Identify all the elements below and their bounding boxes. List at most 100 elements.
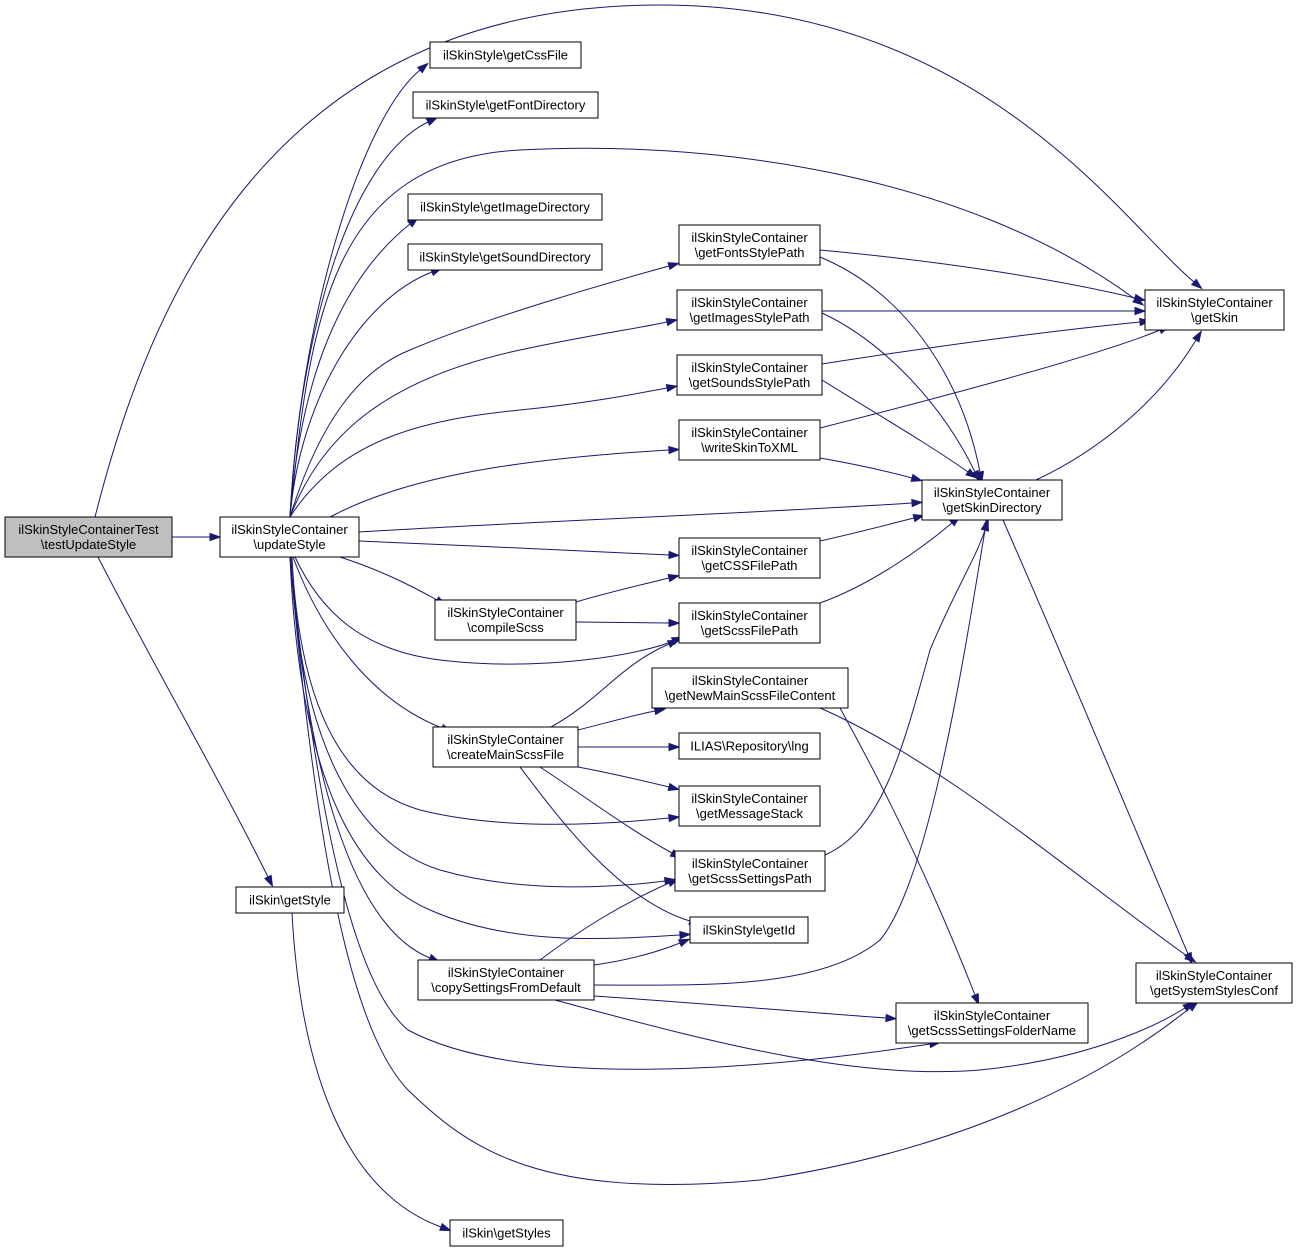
node-box [678, 224, 821, 266]
node-box [678, 732, 821, 760]
edge-line [819, 707, 1188, 957]
node-getFontDirectory[interactable]: ilSkinStyle\getFontDirectory [412, 91, 599, 119]
node-label: \getSystemStylesConf [1150, 983, 1278, 998]
node-label: ilSkinStyleContainer [934, 485, 1051, 500]
edge-line [294, 556, 674, 665]
node-getScssSettingsPath[interactable]: ilSkinStyleContainer\getScssSettingsPath [674, 850, 826, 892]
node-getImageDirectory[interactable]: ilSkinStyle\getImageDirectory [407, 193, 603, 221]
node-getStyles[interactable]: ilSkin\getStyles [449, 1219, 564, 1247]
edge-getSoundsStylePath-to-getSkin [821, 317, 1152, 365]
node-compileScss[interactable]: ilSkinStyleContainer\compileScss [434, 599, 577, 641]
node-getFontsStylePath[interactable]: ilSkinStyleContainer\getFontsStylePath [678, 224, 821, 266]
node-writeSkinToXML[interactable]: ilSkinStyleContainer\writeSkinToXML [678, 419, 821, 461]
edge-line [289, 321, 668, 518]
node-box [4, 516, 173, 558]
node-box [449, 1219, 564, 1247]
edge-line [839, 707, 976, 996]
edge-createMainScssFile-to-lng [578, 742, 681, 752]
edge-updateStyle-to-writeSkinToXML [329, 445, 681, 518]
node-updateStyle[interactable]: ilSkinStyleContainer\updateStyle [219, 516, 360, 558]
node-label: ilSkinStyleContainer [1156, 968, 1273, 983]
arrowhead-icon [980, 518, 990, 532]
edge-copySettingsFromDefault-to-getSkinDirectory [593, 518, 990, 986]
edge-getNewMainScssFileContent-to-getScssSettingsFolderName [839, 707, 980, 1006]
arrowhead-icon [653, 706, 667, 716]
node-createMainScssFile[interactable]: ilSkinStyleContainer\createMainScssFile [432, 726, 579, 768]
arrowhead-icon [1133, 293, 1147, 302]
node-getImagesStylePath[interactable]: ilSkinStyleContainer\getImagesStylePath [676, 289, 823, 331]
edge-updateStyle-to-getSoundDirectory [289, 267, 443, 518]
arrowhead-icon [1190, 278, 1203, 290]
node-getSoundsStylePath[interactable]: ilSkinStyleContainer\getSoundsStylePath [676, 354, 823, 396]
edge-line [289, 265, 670, 518]
arrowhead-icon [679, 930, 692, 940]
edge-line [819, 329, 1161, 429]
edge-line [1035, 339, 1197, 481]
node-getMessageStack[interactable]: ilSkinStyleContainer\getMessageStack [678, 785, 821, 827]
node-getId[interactable]: ilSkinStyle\getId [689, 916, 809, 944]
node-label: \copySettingsFromDefault [431, 980, 581, 995]
node-label: \getSkin [1191, 310, 1238, 325]
edge-updateStyle-to-compileScss [339, 556, 448, 606]
node-label: \getCSSFilePath [701, 558, 797, 573]
node-getSystemStylesConf[interactable]: ilSkinStyleContainer\getSystemStylesConf [1135, 962, 1293, 1004]
node-label: \getMessageStack [696, 806, 803, 821]
arrowhead-icon [1134, 306, 1147, 316]
edge-writeSkinToXML-to-getSkin [819, 325, 1171, 429]
node-getCssFile[interactable]: ilSkinStyle\getCssFile [429, 41, 582, 69]
node-label: \createMainScssFile [447, 747, 564, 762]
arrowhead-icon [965, 468, 978, 479]
node-lng[interactable]: ILIAS\Repository\lng [678, 732, 821, 760]
node-label: ilSkinStyleContainer [231, 522, 348, 537]
node-box [921, 479, 1063, 521]
node-getScssFilePath[interactable]: ilSkinStyleContainer\getScssFilePath [678, 602, 821, 644]
node-box [678, 785, 821, 827]
edge-line [289, 147, 1136, 518]
node-label: ilSkinStyleContainer [691, 425, 808, 440]
node-getNewMainScssFileContent[interactable]: ilSkinStyleContainer\getNewMainScssFileC… [651, 667, 849, 709]
node-label: ilSkin\getStyle [249, 893, 331, 908]
edge-copySettingsFromDefault-to-getScssSettingsFolderName [593, 995, 898, 1023]
edge-line [94, 4, 1195, 518]
edge-line [289, 556, 931, 1070]
edge-updateStyle-to-getCssFile [289, 62, 429, 518]
edge-line [554, 999, 1186, 1073]
arrowhead-icon [665, 318, 679, 327]
node-box [895, 1002, 1089, 1044]
edge-getImagesStylePath-to-getSkinDirectory [821, 312, 981, 483]
node-label: \testUpdateStyle [41, 537, 136, 552]
edge-updateStyle-to-createMainScssFile [292, 556, 453, 733]
node-getStyle[interactable]: ilSkin\getStyle [235, 886, 345, 914]
node-getSoundDirectory[interactable]: ilSkinStyle\getSoundDirectory [407, 243, 603, 271]
node-label: ILIAS\Repository\lng [690, 739, 809, 754]
node-getCSSFilePath[interactable]: ilSkinStyleContainer\getCSSFilePath [678, 537, 821, 579]
edge-getSoundsStylePath-to-getSkinDirectory [821, 379, 978, 479]
edge-getFontsStylePath-to-getSkin [819, 249, 1147, 302]
node-getSkin[interactable]: ilSkinStyleContainer\getSkin [1144, 289, 1285, 331]
edge-root-to-updateStyle [172, 532, 222, 542]
node-label: \getFontsStylePath [695, 245, 805, 260]
edge-line [593, 942, 681, 966]
node-getSkinDirectory[interactable]: ilSkinStyleContainer\getSkinDirectory [921, 479, 1063, 521]
edge-line [819, 522, 953, 604]
edge-line [819, 457, 913, 479]
node-copySettingsFromDefault[interactable]: ilSkinStyleContainer\copySettingsFromDef… [417, 959, 595, 1001]
edge-line [819, 517, 915, 542]
edge-line [819, 249, 1136, 299]
edge-line [289, 121, 429, 518]
arrowhead-icon [667, 782, 681, 791]
node-root[interactable]: ilSkinStyleContainerTest\testUpdateStyle [4, 516, 173, 558]
node-label: ilSkinStyleContainer [691, 608, 808, 623]
node-label: ilSkinStyleContainer [691, 543, 808, 558]
edge-line [358, 540, 670, 556]
edge-line [593, 529, 986, 986]
edge-writeSkinToXML-to-getSkinDirectory [819, 457, 924, 482]
node-getScssSettingsFolderName[interactable]: ilSkinStyleContainer\getScssSettingsFold… [895, 1002, 1089, 1044]
arrowhead-icon [910, 473, 924, 482]
arrowhead-icon [439, 1222, 452, 1231]
arrowhead-icon [209, 532, 222, 542]
node-label: ilSkinStyleContainer [1156, 295, 1273, 310]
edge-updateStyle-to-getMessageStack [291, 556, 681, 825]
node-label: ilSkinStyleContainer [447, 605, 564, 620]
node-label: ilSkinStyleContainer [691, 295, 808, 310]
